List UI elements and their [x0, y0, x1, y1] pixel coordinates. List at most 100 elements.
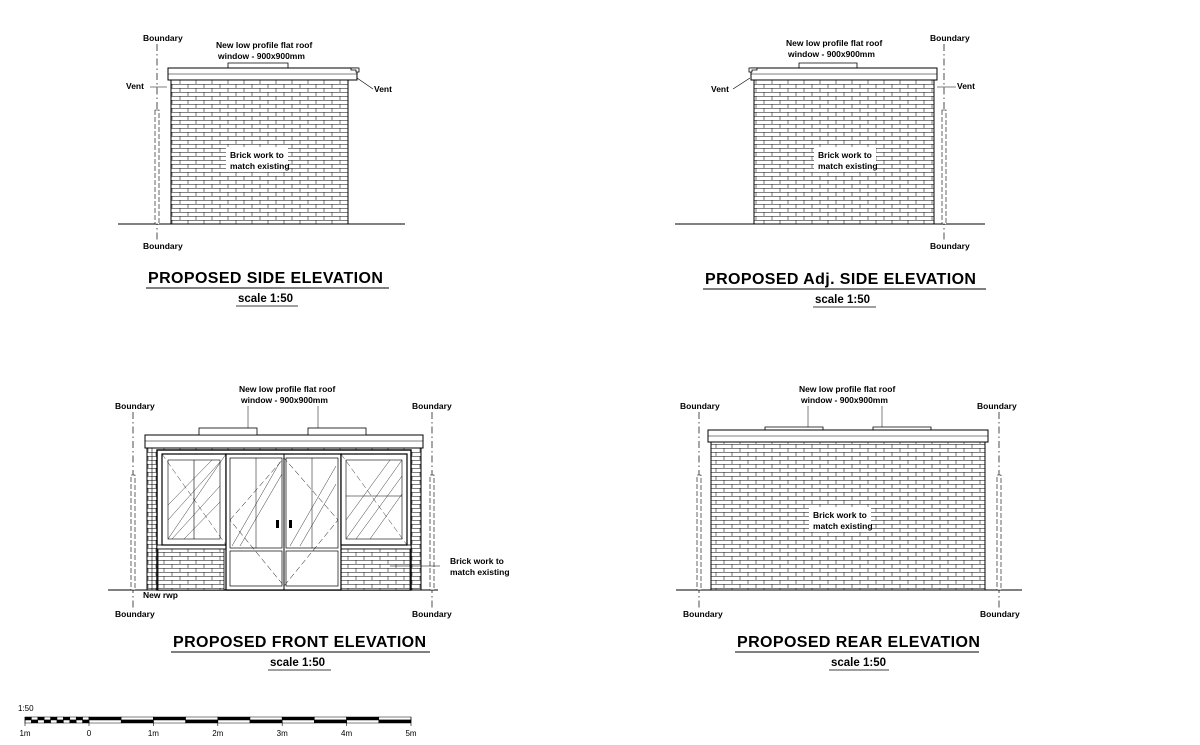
roof-window [798, 62, 858, 68]
scale-bar-cell [75, 719, 83, 724]
scale-bar-cell [50, 719, 58, 724]
left-window [161, 453, 227, 546]
vent-leader [356, 77, 374, 90]
scale-bar-cell [31, 719, 39, 724]
scale-bar-cell [56, 716, 64, 721]
gutter [350, 67, 360, 73]
scale-bar-cell [37, 716, 45, 721]
scale-bar-cell [24, 719, 32, 724]
boundary-label: Boundary [143, 33, 183, 43]
fence-post [154, 109, 160, 225]
scale-bar-tick-label: 4m [341, 729, 352, 738]
boundary-label: Boundary [143, 241, 183, 251]
roof-window [872, 426, 932, 430]
vent-label: Vent [957, 81, 975, 91]
fence-post [941, 109, 947, 225]
scale-bar-cell [37, 719, 45, 724]
boundary-label: Boundary [115, 609, 155, 619]
scale-bar-cell [69, 716, 77, 721]
brick-panel [157, 548, 225, 591]
brick-work-label: match existing [450, 567, 510, 577]
brick-work-label: Brick work to [813, 510, 867, 520]
scale-bar-cell [346, 716, 380, 721]
scale-bar-cell [56, 719, 64, 724]
scale-label: scale 1:50 [815, 294, 870, 306]
roof-window-label: New low profile flat roof [786, 38, 883, 48]
brick-work-label: match existing [813, 521, 873, 531]
roof-window-label: window - 900x900mm [787, 49, 875, 59]
fence-post [996, 474, 1002, 591]
roof-fascia [144, 434, 424, 449]
boundary-label: Boundary [683, 609, 723, 619]
vent-label: Vent [711, 84, 729, 94]
scale-bar-ratio: 1:50 [18, 704, 34, 713]
scale-bar-cell [378, 716, 412, 721]
fence-post [429, 474, 435, 591]
scale-bar-cell [43, 719, 51, 724]
scale-bar-cell [31, 716, 39, 721]
scale-bar-cell [249, 719, 283, 724]
vent-label: Vent [126, 81, 144, 91]
brick-panel [339, 548, 411, 591]
scale-bar-cell [346, 719, 380, 724]
roof-window [307, 427, 367, 436]
boundary-label: Boundary [680, 401, 720, 411]
scale-bar-cell [88, 716, 122, 721]
scale-bar-cell [153, 719, 186, 724]
adj-side-elevation: Boundary Boundary Vent Vent New low prof… [675, 33, 986, 308]
roof-window-label: New low profile flat roof [216, 40, 313, 50]
scale-bar-cell [314, 716, 347, 721]
scale-bar-cell [314, 719, 347, 724]
scale-bar-cell [120, 719, 154, 724]
scale-bar-cell [24, 716, 32, 721]
roof-window-label: New low profile flat roof [239, 384, 336, 394]
scale-bar-cell [281, 716, 315, 721]
scale-bar-cell [249, 716, 283, 721]
roof-window [198, 427, 258, 436]
scale-bar-cell [281, 719, 315, 724]
elevation-title: PROPOSED REAR ELEVATION [737, 634, 980, 651]
double-doors [225, 453, 342, 591]
scale-bar-cell [63, 716, 71, 721]
scale-bar-cell [217, 719, 251, 724]
scale-bar-cell [69, 719, 77, 724]
scale-label: scale 1:50 [831, 657, 886, 669]
right-window [340, 453, 408, 546]
elevation-title: PROPOSED FRONT ELEVATION [173, 634, 426, 651]
scale-bar-cell [185, 719, 219, 724]
brick-work-label: Brick work to [450, 556, 504, 566]
scale-bar-tick-label: 3m [277, 729, 288, 738]
scale-bar-cell [217, 716, 251, 721]
scale-bar-cell [82, 716, 90, 721]
vent-leader [732, 77, 751, 90]
roof-window [764, 426, 824, 430]
scale-bar-cell [43, 716, 51, 721]
scale-bar-cell [88, 719, 122, 724]
rear-elevation: Boundary Boundary Boundary Boundary New … [676, 384, 1022, 671]
scale-bar-tick-label: 1m [19, 729, 30, 738]
scale-bar-cell [63, 719, 71, 724]
scale-bar-cell [378, 719, 412, 724]
brick-work-label: match existing [818, 161, 878, 171]
roof-window-label: window - 900x900mm [240, 395, 328, 405]
scale-bar-tick-label: 5m [405, 729, 416, 738]
boundary-label: Boundary [930, 33, 970, 43]
scale-bar-cell [153, 716, 186, 721]
fence-post [696, 474, 702, 591]
side-elevation: Boundary Boundary Vent Vent New low prof… [118, 33, 405, 307]
scale-label: scale 1:50 [270, 657, 325, 669]
scale-bar-cell [82, 719, 90, 724]
vent-label: Vent [374, 84, 392, 94]
brick-work-label: Brick work to [230, 150, 284, 160]
elevation-title: PROPOSED SIDE ELEVATION [148, 270, 383, 287]
scale-bar-tick-label: 2m [212, 729, 223, 738]
brick-work-label: match existing [230, 161, 290, 171]
scale-bar-cell [120, 716, 154, 721]
roof-window-label: window - 900x900mm [217, 51, 305, 61]
scale-bar-cell [50, 716, 58, 721]
scale-bar-tick-label: 0 [87, 729, 92, 738]
boundary-label: Boundary [412, 401, 452, 411]
